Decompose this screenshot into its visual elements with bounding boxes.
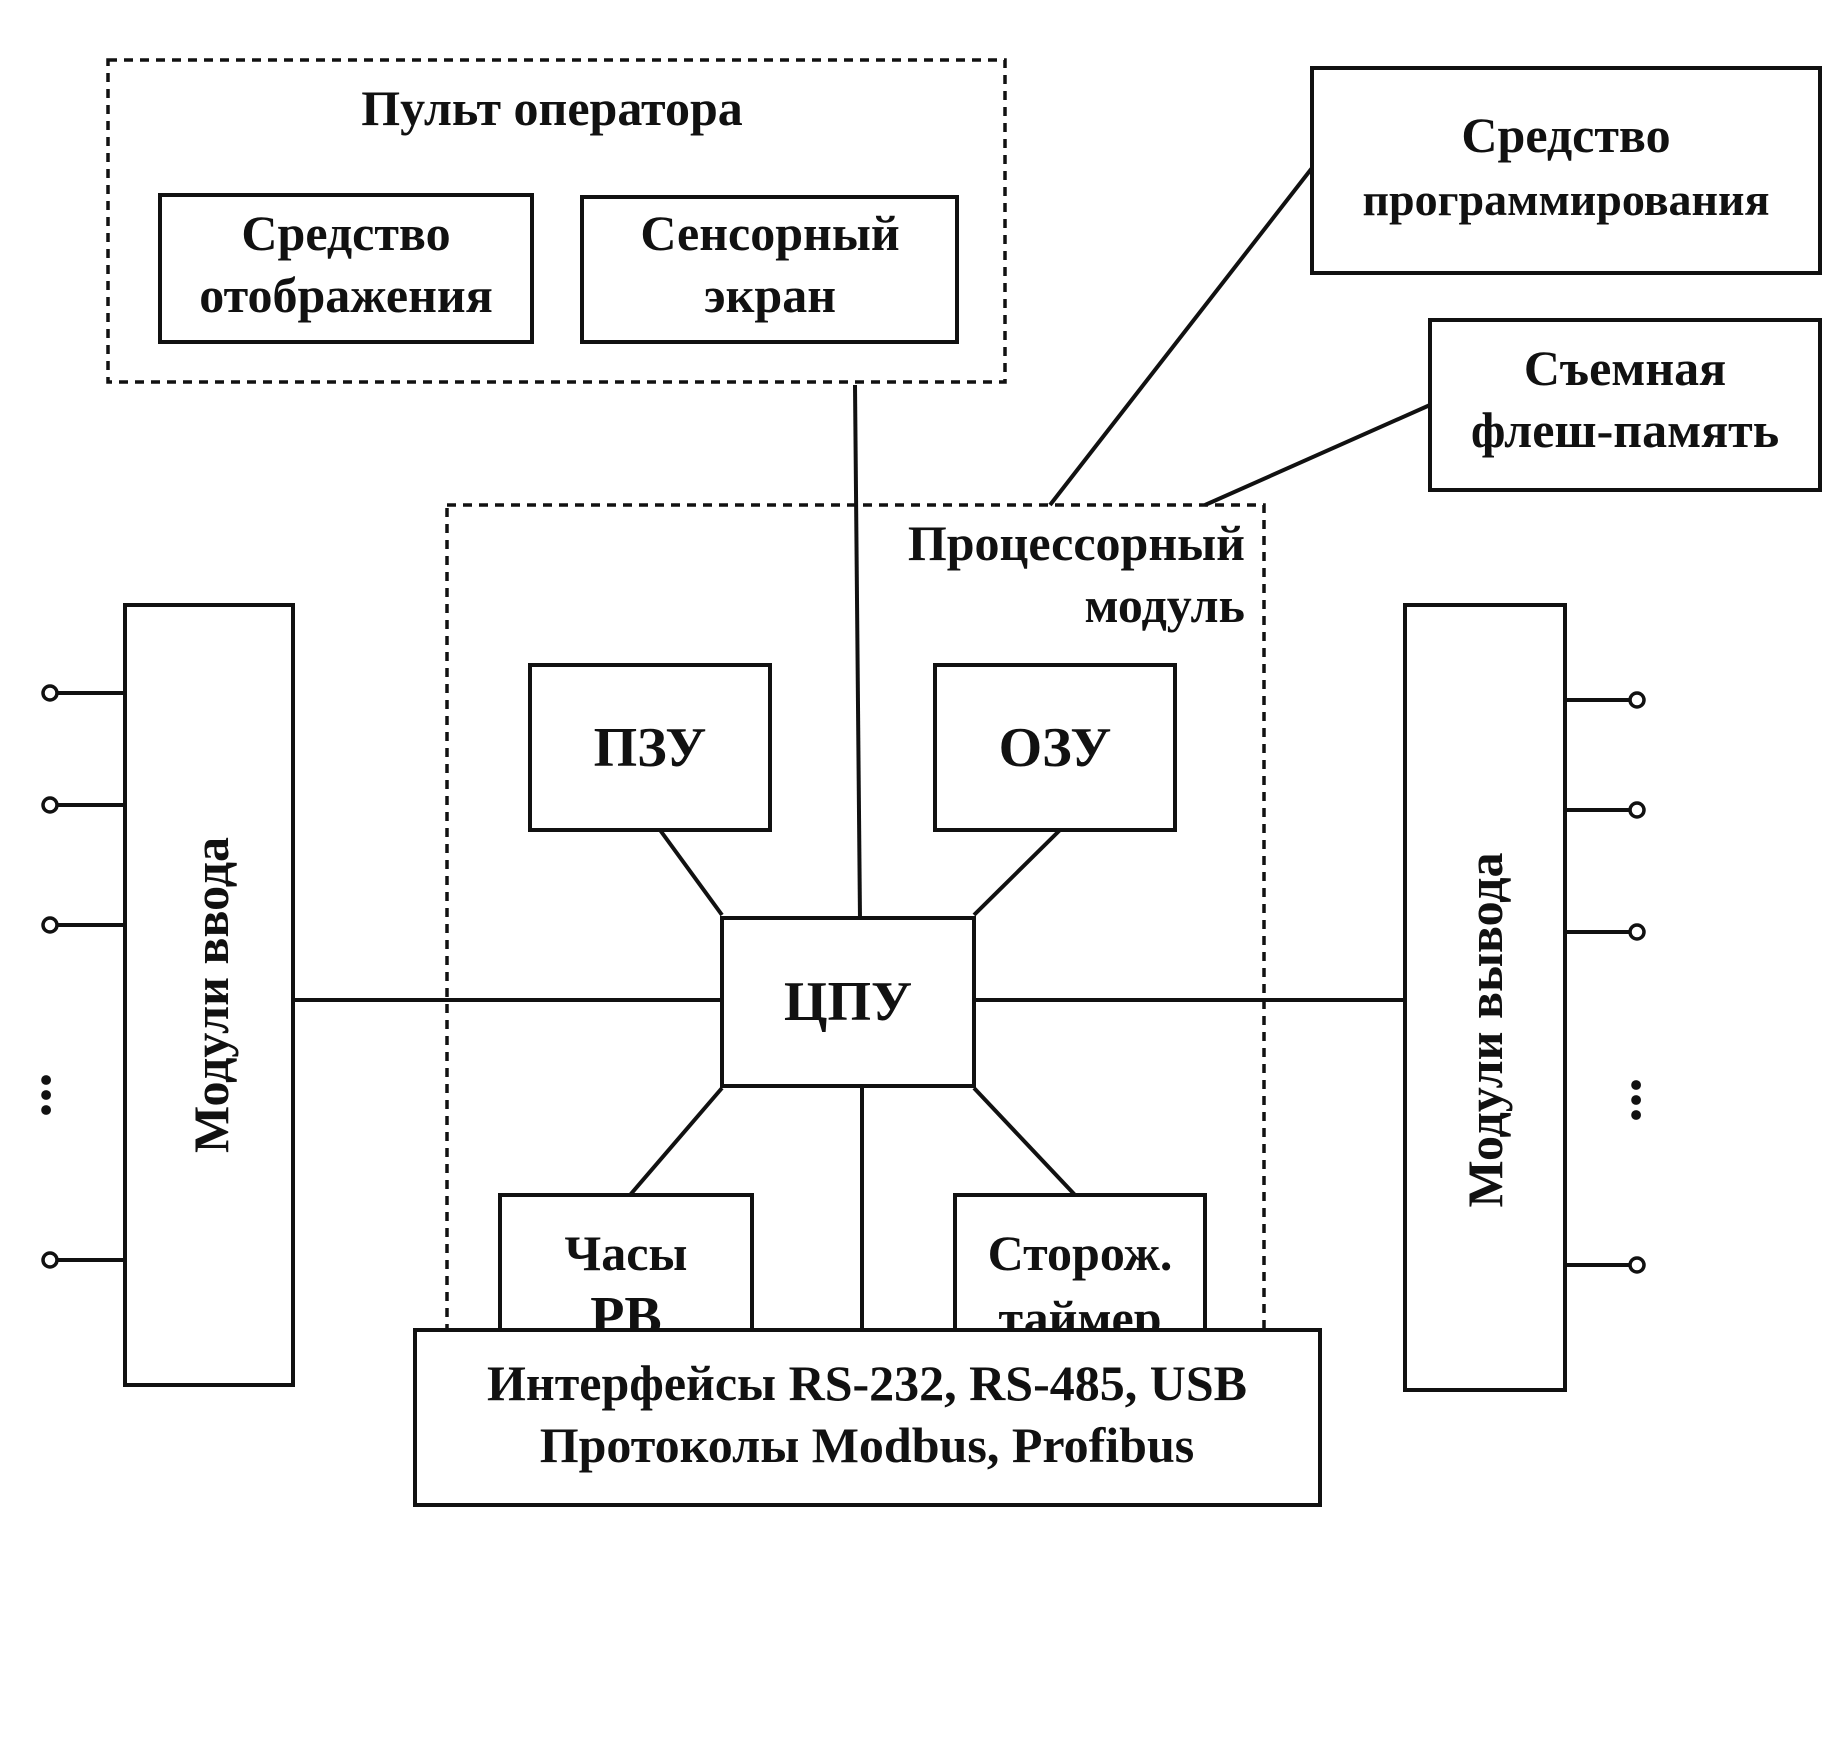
ram-box bbox=[933, 663, 1177, 832]
cpu-box bbox=[720, 916, 976, 1088]
flash-memory-label-line1: Съемная bbox=[1524, 340, 1726, 396]
output-modules-box bbox=[1403, 603, 1567, 1392]
input-terminal-2 bbox=[41, 796, 59, 814]
programming-tool-label-line2: программирования bbox=[1363, 174, 1770, 225]
processor-module: Процессорный модуль ПЗУ ОЗУ ЦПУ Часы РВ … bbox=[445, 503, 1266, 1424]
display-device-label-line2: отображения bbox=[199, 267, 493, 323]
input-modules-label: Модули ввода bbox=[183, 837, 239, 1153]
output-terminal-4 bbox=[1628, 1256, 1646, 1274]
wire-panel-to-cpu bbox=[853, 384, 862, 921]
operator-panel-title: Пульт оператора bbox=[361, 80, 743, 136]
output-terminal-2 bbox=[1628, 801, 1646, 819]
watchdog-label-line1: Сторож. bbox=[988, 1225, 1173, 1281]
output-modules: Модули вывода ... bbox=[1403, 603, 1653, 1392]
display-device-label-line1: Средство bbox=[241, 205, 450, 261]
ram-label: ОЗУ bbox=[999, 717, 1112, 779]
wire-rom-to-cpu bbox=[658, 828, 724, 917]
wire-cpu-to-rtc bbox=[628, 1086, 724, 1197]
output-terminal-3 bbox=[1628, 923, 1646, 941]
input-terminal-1 bbox=[41, 684, 59, 702]
operator-panel-frame bbox=[106, 58, 1007, 384]
interfaces-label-line1: Интерфейсы RS-232, RS-485, USB bbox=[487, 1355, 1247, 1411]
touchscreen-box bbox=[580, 195, 959, 344]
output-ellipsis: ... bbox=[1587, 1078, 1653, 1123]
wire-ram-to-cpu bbox=[972, 828, 1062, 917]
input-modules-box bbox=[123, 603, 295, 1387]
programming-tool-label-line1: Средство bbox=[1461, 107, 1670, 163]
cpu-label: ЦПУ bbox=[784, 971, 912, 1033]
wire-cpu-to-watchdog bbox=[972, 1086, 1077, 1197]
input-terminal-3 bbox=[41, 916, 59, 934]
flash-memory-box bbox=[1428, 318, 1822, 492]
input-modules: Модули ввода ... bbox=[0, 603, 295, 1387]
touchscreen-label-line1: Сенсорный bbox=[640, 205, 899, 261]
interfaces: Интерфейсы RS-232, RS-485, USB Протоколы… bbox=[413, 1328, 1322, 1507]
programming-tool: Средство программирования bbox=[1310, 66, 1822, 275]
rtc-label-line1: Часы bbox=[565, 1225, 688, 1281]
flash-memory: Съемная флеш-память bbox=[1428, 318, 1822, 492]
input-ellipsis: ... bbox=[0, 1073, 63, 1118]
rom-label: ПЗУ bbox=[594, 717, 707, 779]
input-terminal-4 bbox=[41, 1251, 59, 1269]
display-device-box bbox=[158, 193, 534, 344]
touchscreen-label-line2: экран bbox=[704, 267, 836, 323]
output-modules-label: Модули вывода bbox=[1457, 852, 1513, 1207]
interfaces-box bbox=[413, 1328, 1322, 1507]
output-terminal-1 bbox=[1628, 691, 1646, 709]
rom-box bbox=[528, 663, 772, 832]
connections bbox=[50, 166, 1637, 1330]
operator-panel: Пульт оператора Средство отображения Сен… bbox=[106, 58, 1007, 384]
interfaces-label-line2: Протоколы Modbus, Profibus bbox=[540, 1417, 1195, 1473]
flash-memory-label-line2: флеш-память bbox=[1471, 402, 1779, 458]
wire-programming-tool bbox=[1048, 166, 1314, 507]
processor-module-title-line2: модуль bbox=[1085, 577, 1246, 633]
wire-flash-memory bbox=[1204, 403, 1431, 507]
processor-module-frame bbox=[445, 503, 1266, 1424]
programming-tool-box bbox=[1310, 66, 1822, 275]
processor-module-title-line1: Процессорный bbox=[908, 515, 1245, 571]
